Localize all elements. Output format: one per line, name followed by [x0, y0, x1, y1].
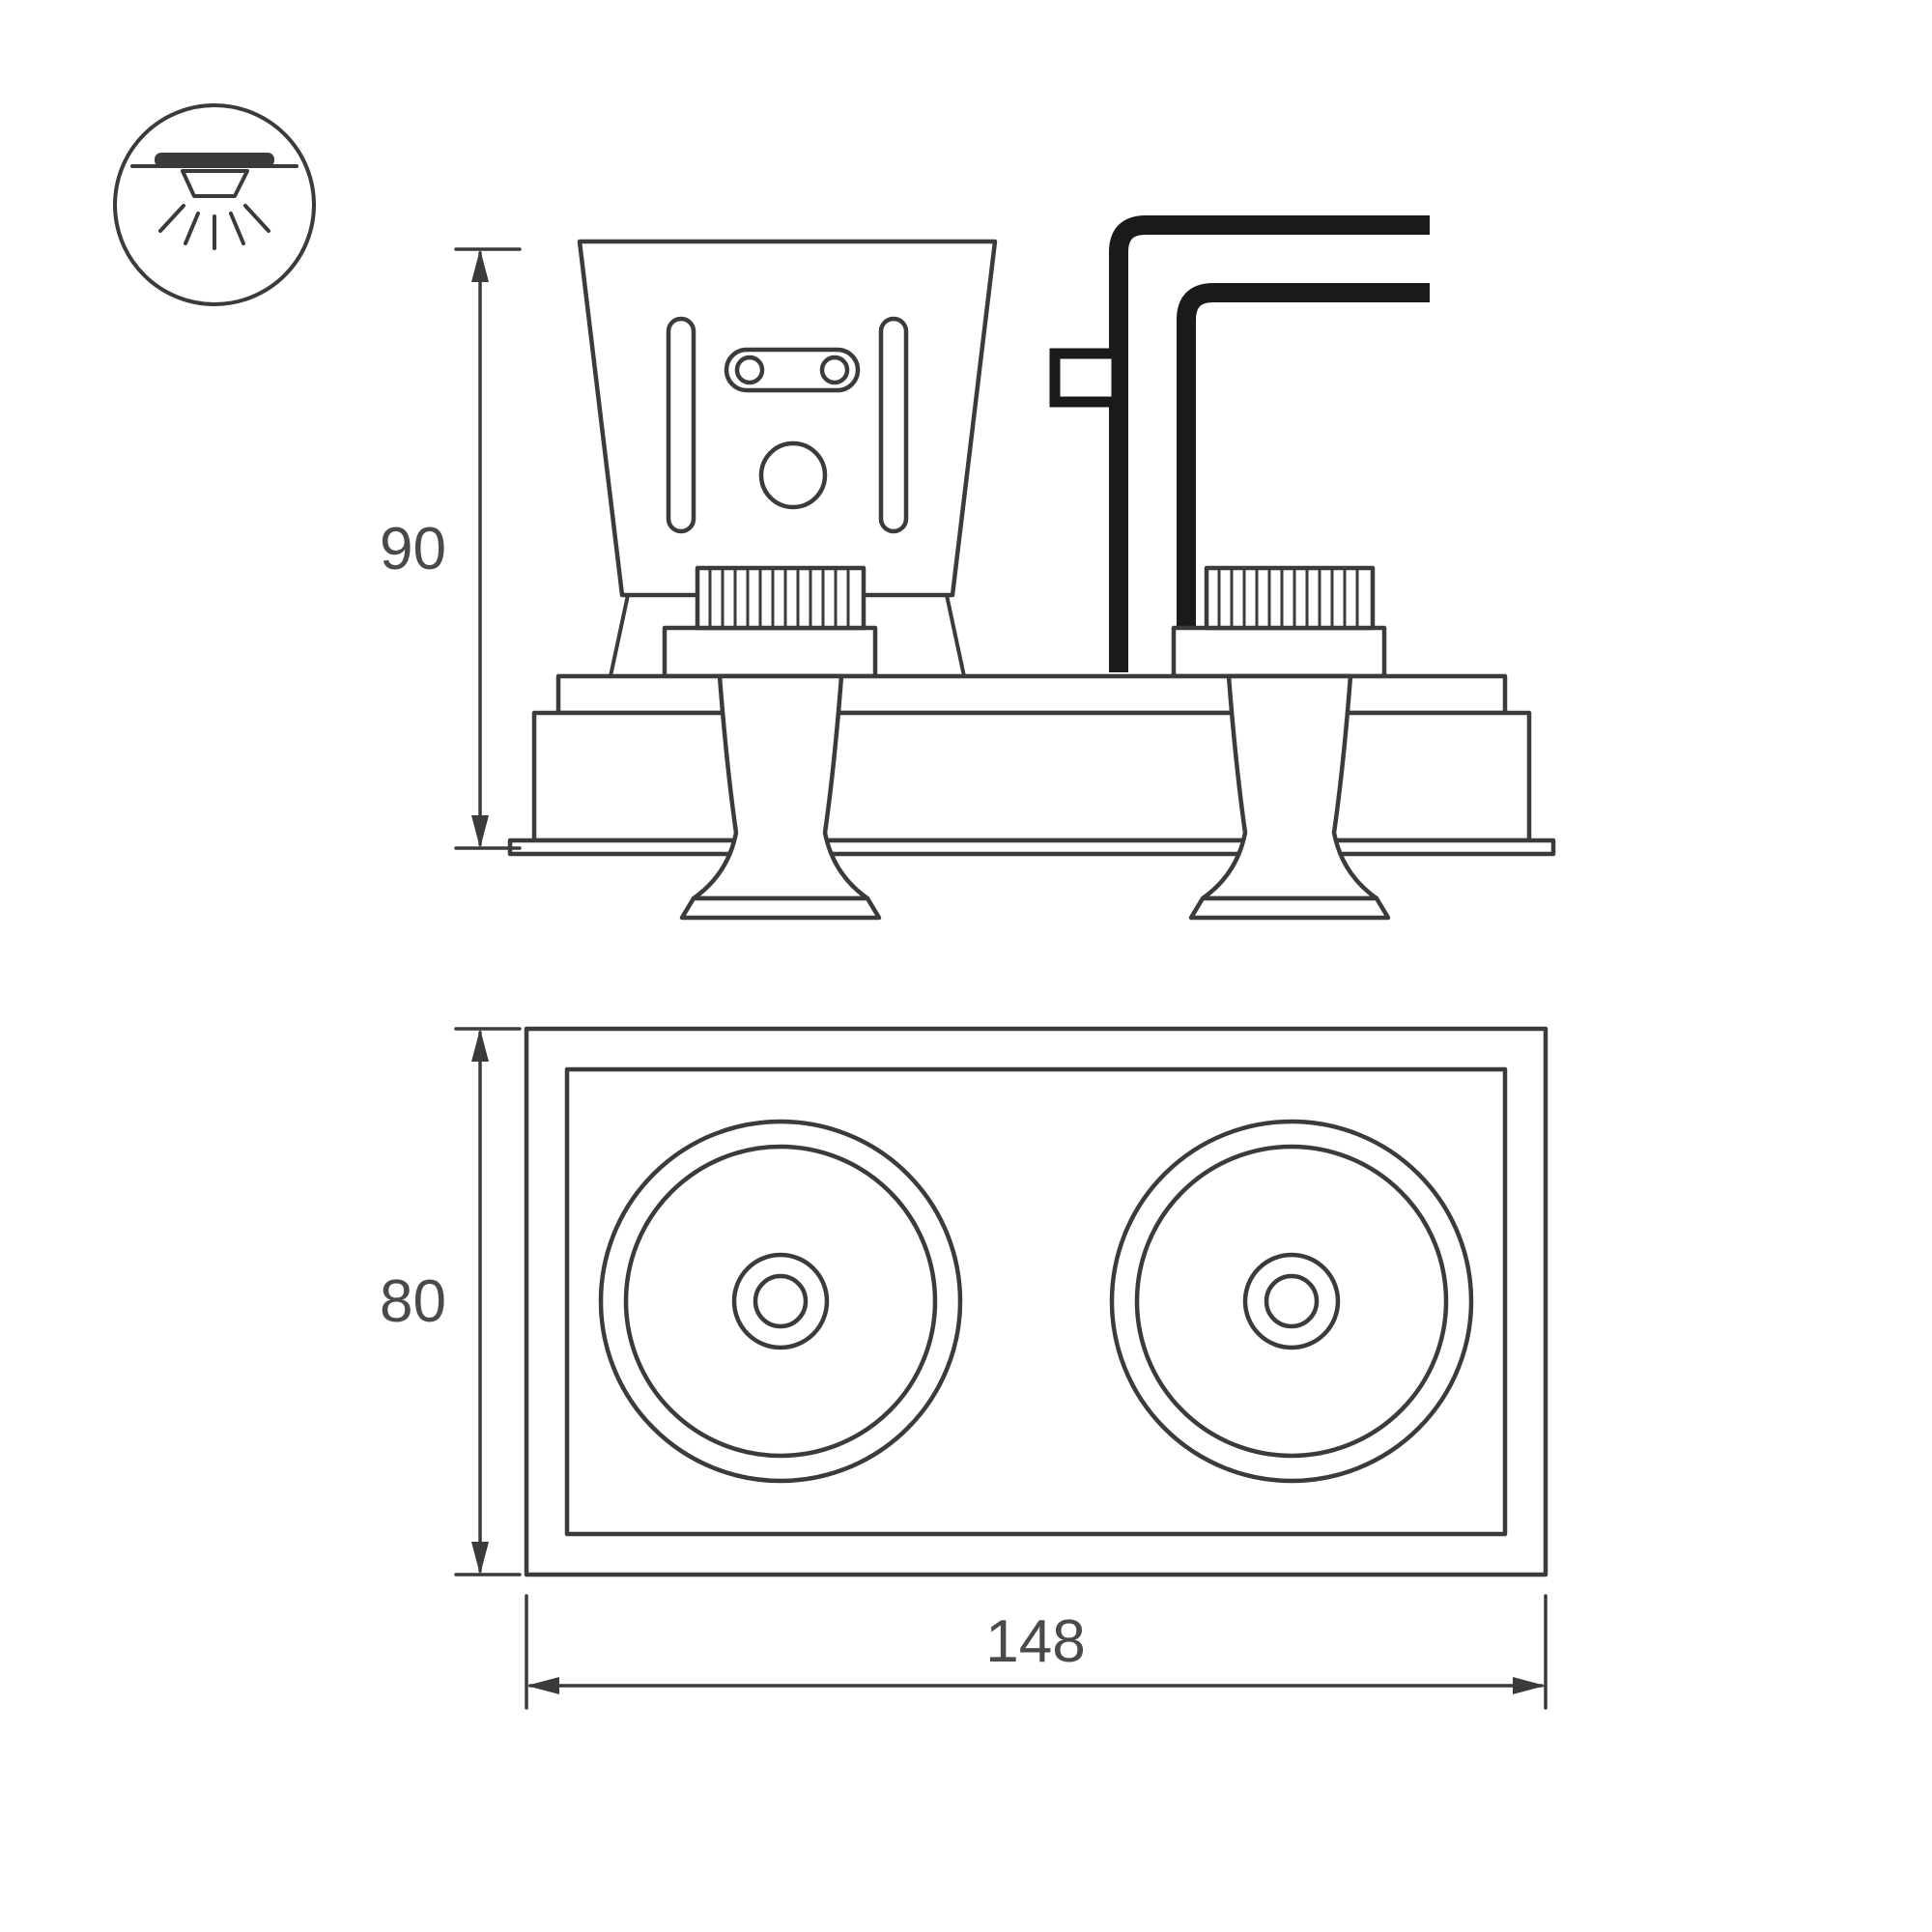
cable-clamp [1049, 348, 1122, 408]
base-flange [507, 838, 1556, 857]
cone-rim [679, 895, 882, 921]
bracket-body [577, 239, 998, 598]
dim-arrow-down [471, 1542, 489, 1575]
lens-right [1109, 1119, 1474, 1484]
lens-left [598, 1119, 963, 1484]
icon-circle [113, 103, 316, 306]
bottom-view: 80 148 [380, 1026, 1548, 1710]
icon-recessed-body [181, 169, 249, 198]
dim-arrow-up [471, 249, 489, 282]
cable-2 [1177, 283, 1430, 626]
dim-arrow-down [471, 815, 489, 848]
base-frame [507, 673, 1556, 857]
dimension-side-height: 90 [380, 247, 522, 850]
bracket-hole [758, 440, 828, 510]
light-rays-icon [158, 204, 270, 250]
power-cables [1049, 215, 1430, 672]
bracket-leg-left [609, 593, 630, 678]
side-view: 90 [380, 215, 1556, 921]
dim-arrow-up [471, 1029, 489, 1062]
adjustment-hole-left [734, 355, 765, 385]
reflector-cone-right [1188, 673, 1391, 921]
icon-flange [155, 153, 274, 167]
dim-arrow-right [1513, 1677, 1546, 1694]
adjustment-hole-right [819, 355, 850, 385]
led-center [1264, 1273, 1320, 1329]
heatsink-plate [1171, 625, 1387, 679]
cone-rim [1188, 895, 1391, 921]
reflector-cone-left [679, 673, 882, 921]
led-center [753, 1273, 809, 1329]
mounting-bracket [577, 239, 998, 678]
dimension-90-label: 90 [380, 516, 446, 582]
heatsink-plate [662, 625, 878, 679]
cable-1 [1109, 215, 1430, 672]
dimension-148-label: 148 [985, 1608, 1085, 1675]
bracket-slot-right [878, 316, 909, 534]
base-step-top [555, 673, 1508, 716]
heatsink-fins [708, 568, 850, 628]
bracket-slot-left [666, 316, 696, 534]
dim-arrow-left [526, 1677, 559, 1694]
dimension-80-label: 80 [380, 1268, 446, 1335]
bracket-leg-right [945, 593, 966, 678]
recessed-downlight-icon [113, 103, 316, 306]
dimension-front-width: 148 [525, 1594, 1548, 1710]
heatsink-right [1171, 565, 1387, 679]
base-body [531, 710, 1532, 843]
heatsink-fins [1217, 568, 1359, 628]
dimension-front-height: 80 [380, 1027, 522, 1577]
heatsink-left [662, 565, 878, 679]
